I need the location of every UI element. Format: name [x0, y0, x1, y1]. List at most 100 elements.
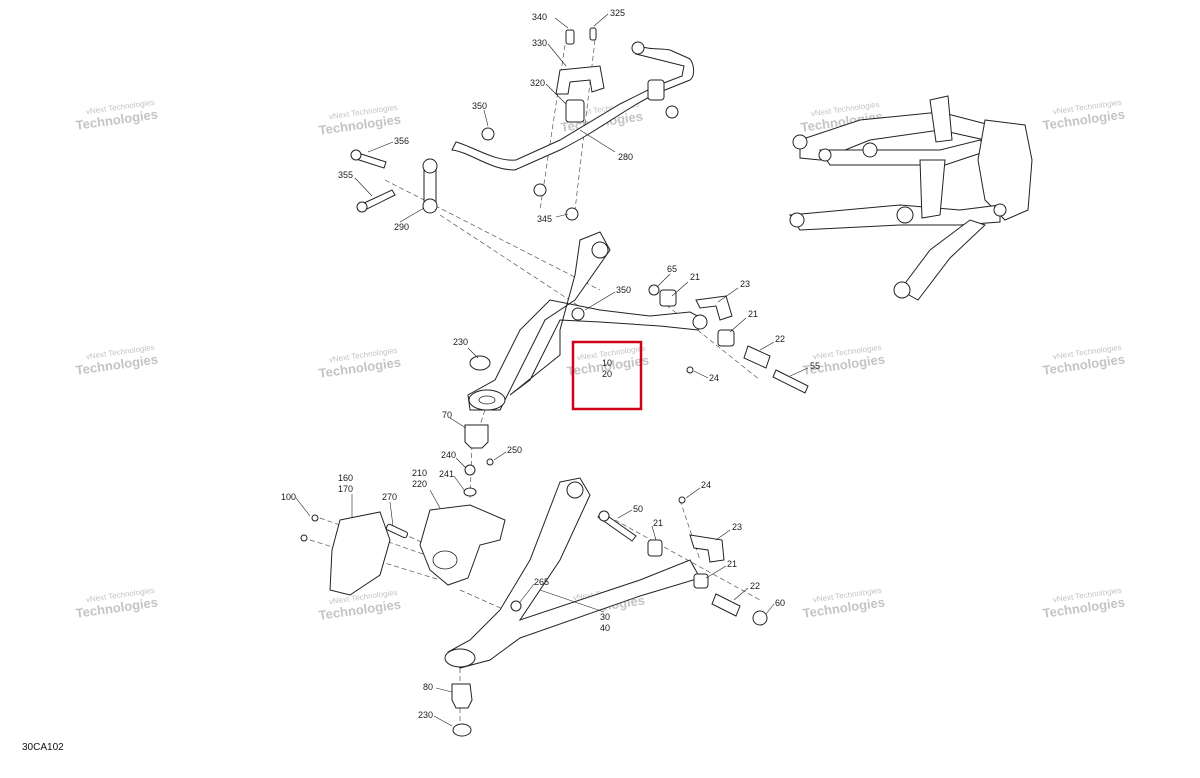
callouts: 340 325 330 320 350 356 355 290 345 280 … [281, 8, 820, 720]
callout-label: 80 [423, 682, 433, 692]
assembled-bushing [789, 212, 805, 228]
callout-label: 55 [810, 361, 820, 371]
knuckle-bore [432, 550, 458, 570]
watermark: vNext Technologies Technologies [1042, 98, 1126, 133]
callout-label: 70 [442, 410, 452, 420]
assembled-strut [919, 159, 946, 219]
bolt-head [350, 149, 362, 161]
callout-label: 65 [667, 264, 677, 274]
bolt [565, 29, 575, 45]
callout-label: 270 [382, 492, 397, 502]
callout-label: 350 [616, 285, 631, 295]
callout-label: 210 [412, 468, 427, 478]
washer [463, 487, 477, 497]
callout-label: 230 [453, 337, 468, 347]
callout-label: 320 [530, 78, 545, 88]
callout-label: 10 [602, 358, 612, 368]
watermark: vNext Technologies Technologies [318, 346, 402, 381]
arm-pivot [692, 314, 708, 330]
callout-label: 21 [653, 518, 663, 528]
watermark: vNext Technologies Technologies [1042, 586, 1126, 621]
callout-label: 230 [418, 710, 433, 720]
arm-pivot [566, 481, 584, 499]
assembled-joint [993, 203, 1007, 217]
lower-a-arm [447, 477, 701, 669]
leader-lines [295, 13, 809, 727]
callout-label: 60 [775, 598, 785, 608]
bushing [693, 573, 709, 589]
ball-joint-socket-inner [478, 395, 496, 405]
nut [565, 207, 579, 221]
watermark: vNext Technologies Technologies [75, 343, 159, 378]
bracket [689, 534, 725, 563]
grease-fitting [686, 366, 694, 374]
assembled-bushing [792, 134, 808, 150]
callout-label: 170 [338, 484, 353, 494]
assembled-knuckle [977, 119, 1033, 221]
callout-label: 24 [709, 373, 719, 383]
retaining-ring [452, 723, 472, 737]
bolt-head [356, 201, 368, 213]
assembled-lower-arm-rear [899, 219, 986, 301]
sway-bar-bracket [555, 65, 605, 95]
sway-bar-assembly [350, 27, 695, 221]
sway-bar [451, 45, 695, 171]
nut [631, 41, 645, 55]
upper-a-arm-assembly [463, 231, 809, 497]
link-joint [422, 158, 438, 174]
callout-label: 24 [701, 480, 711, 490]
ball-joint-socket [468, 389, 506, 411]
bolt [772, 369, 809, 394]
watermark: vNext Technologies Technologies [318, 103, 402, 138]
grease-fitting [678, 496, 686, 504]
watermarks: vNext Technologies Technologies vNext Te… [75, 98, 1126, 623]
nut [533, 183, 547, 197]
callout-label: 240 [441, 450, 456, 460]
assembled-bushing [862, 142, 878, 158]
cotter-pin [486, 458, 494, 466]
link-joint [422, 198, 438, 214]
callout-label: 160 [338, 473, 353, 483]
bolt-head [598, 510, 610, 522]
callout-label: 22 [775, 334, 785, 344]
callout-label: 20 [602, 369, 612, 379]
nut [481, 127, 495, 141]
bolt [385, 523, 409, 539]
assembled-lower-arm [789, 204, 1001, 231]
ball-joint [451, 683, 473, 709]
lower-a-arm-assembly [300, 477, 768, 737]
sway-bar-bushing [565, 99, 585, 123]
callout-label: 356 [394, 136, 409, 146]
highlight-box [571, 340, 643, 411]
callout-label: 50 [633, 504, 643, 514]
callout-label: 23 [740, 279, 750, 289]
bushing [647, 539, 663, 557]
castle-nut [464, 464, 476, 476]
nut [510, 600, 522, 612]
callout-label: 23 [732, 522, 742, 532]
upper-a-arm [467, 231, 706, 411]
watermark: vNext Technologies Technologies [75, 586, 159, 621]
watermark: vNext Technologies Technologies [1042, 343, 1126, 378]
sway-bar-bushing [647, 79, 665, 101]
callout-label: 40 [600, 623, 610, 633]
callout-label: 290 [394, 222, 409, 232]
callout-label: 241 [439, 469, 454, 479]
bushing [717, 329, 735, 347]
callout-label: 30 [600, 612, 610, 622]
bracket [695, 295, 733, 321]
assembled-bushing [893, 281, 911, 299]
callout-label: 250 [507, 445, 522, 455]
assembled-bracket [929, 95, 953, 143]
callout-label: 345 [537, 214, 552, 224]
callout-label: 100 [281, 492, 296, 502]
nut [571, 307, 585, 321]
callout-label: 350 [472, 101, 487, 111]
callout-label: 265 [534, 577, 549, 587]
assembled-bushing [896, 206, 914, 224]
screw [300, 534, 308, 542]
callout-label: 21 [727, 559, 737, 569]
callout-label: 355 [338, 170, 353, 180]
callout-label: 325 [610, 8, 625, 18]
